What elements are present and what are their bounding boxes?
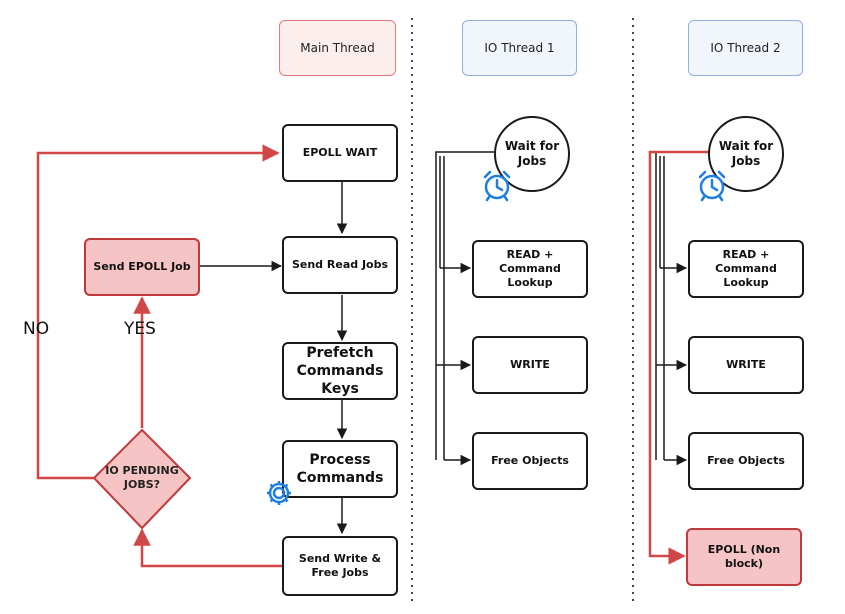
io2-free-objects-node: Free Objects	[688, 432, 804, 490]
io1-wait-for-jobs-node: Wait for Jobs	[494, 116, 570, 192]
io2-write-node: WRITE	[688, 336, 804, 394]
prefetch-commands-node: Prefetch Commands Keys	[282, 342, 398, 400]
arrow-no	[36, 144, 280, 480]
process-commands-node: Process Commands	[282, 440, 398, 498]
arrow-sendwrite-to-decision	[133, 528, 282, 568]
send-write-free-jobs-node: Send Write & Free Jobs	[282, 536, 398, 596]
header-io-thread-2: IO Thread 2	[688, 20, 803, 76]
header-main-thread: Main Thread	[279, 20, 396, 76]
io2-arrow-epoll	[648, 150, 710, 565]
send-read-jobs-node: Send Read Jobs	[282, 236, 398, 294]
decision-diamond	[92, 428, 192, 530]
io1-branch-lines	[435, 151, 494, 460]
io1-read-node: READ + Command Lookup	[472, 240, 588, 298]
io1-free-objects-node: Free Objects	[472, 432, 588, 490]
gear-icon	[267, 481, 291, 505]
send-epoll-job-node: Send EPOLL Job	[84, 238, 200, 296]
alarm-clock-icon	[698, 170, 726, 202]
yes-label: YES	[124, 319, 156, 339]
epoll-wait-node: EPOLL WAIT	[282, 124, 398, 182]
io2-epoll-nonblock-node: EPOLL (Non block)	[686, 528, 802, 586]
alarm-clock-icon	[483, 170, 511, 202]
no-label: NO	[23, 319, 50, 339]
header-io-thread-1: IO Thread 1	[462, 20, 577, 76]
io1-write-node: WRITE	[472, 336, 588, 394]
io2-read-node: READ + Command Lookup	[688, 240, 804, 298]
decision-label: IO PENDING JOBS?	[105, 464, 179, 491]
